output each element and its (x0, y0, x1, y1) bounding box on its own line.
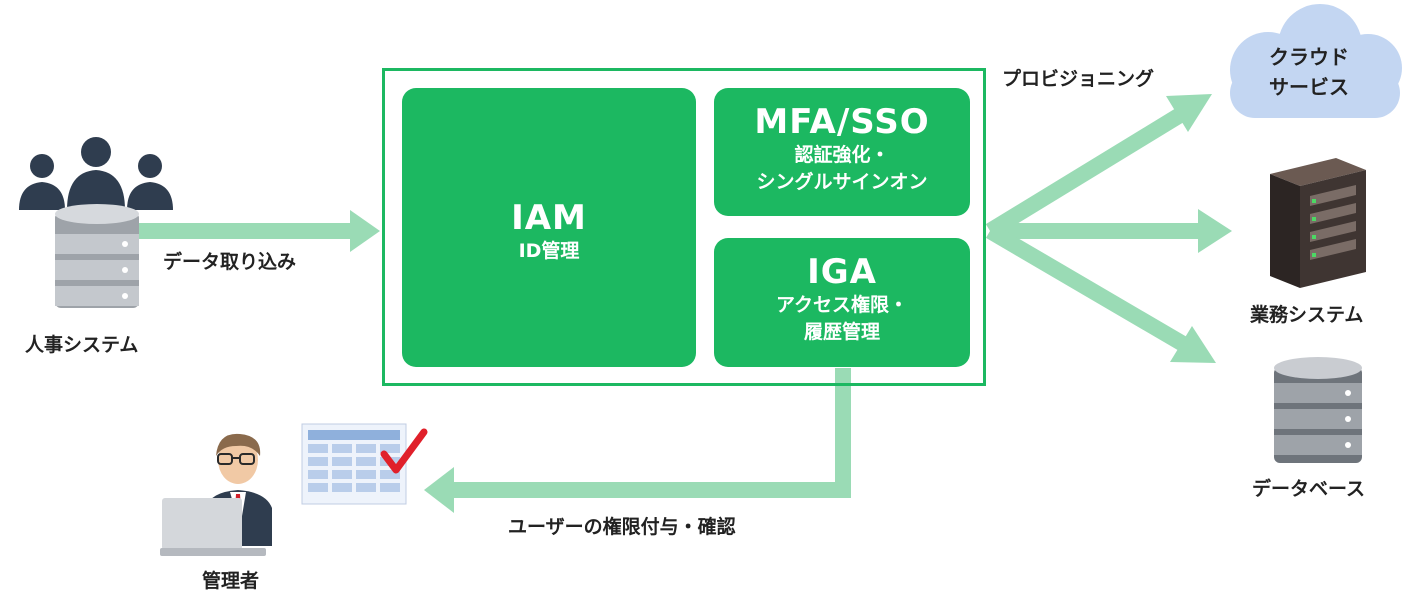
database-label: データベース (1252, 478, 1366, 500)
cloud-label-line1: クラウド (1269, 45, 1349, 69)
cloud-label-line2: サービス (1269, 75, 1349, 99)
database-icon (1274, 357, 1362, 463)
identity-platform-frame (382, 68, 986, 386)
import-arrow (138, 210, 380, 252)
administrator-icon (160, 433, 272, 556)
permission-review-label: ユーザーの権限付与・確認 (508, 516, 736, 538)
server-icon (1270, 158, 1366, 288)
data-import-label: データ取り込み (163, 251, 297, 273)
provisioning-arrow-business (990, 209, 1232, 253)
cloud-service-label: クラウド サービス (1216, 42, 1402, 102)
iam-subtitle: ID管理 (518, 240, 580, 262)
iga-box: IGA アクセス権限・ 履歴管理 (714, 238, 970, 367)
iga-line1: アクセス権限・ (775, 294, 909, 316)
provisioning-arrow-database (985, 224, 1216, 363)
cloud-icon (1230, 4, 1402, 118)
iga-title: IGA (807, 252, 877, 292)
mfa-sso-line2: シングルサインオン (756, 171, 928, 193)
mfa-sso-line1: 認証強化・ (794, 144, 890, 166)
iam-box: IAM ID管理 (402, 88, 696, 367)
review-arrow (424, 368, 851, 513)
provisioning-arrow-cloud (985, 94, 1212, 238)
hr-system-label: 人事システム (25, 334, 139, 356)
provisioning-label: プロビジョニング (1002, 68, 1155, 90)
checked-document-icon (301, 423, 428, 505)
mfa-sso-box: MFA/SSO 認証強化・ シングルサインオン (714, 88, 970, 216)
business-system-label: 業務システム (1250, 304, 1364, 326)
hr-system-icon (19, 137, 173, 308)
administrator-label: 管理者 (202, 570, 260, 592)
iga-line2: 履歴管理 (803, 321, 880, 343)
iam-title: IAM (511, 198, 587, 238)
mfa-sso-title: MFA/SSO (754, 102, 930, 142)
